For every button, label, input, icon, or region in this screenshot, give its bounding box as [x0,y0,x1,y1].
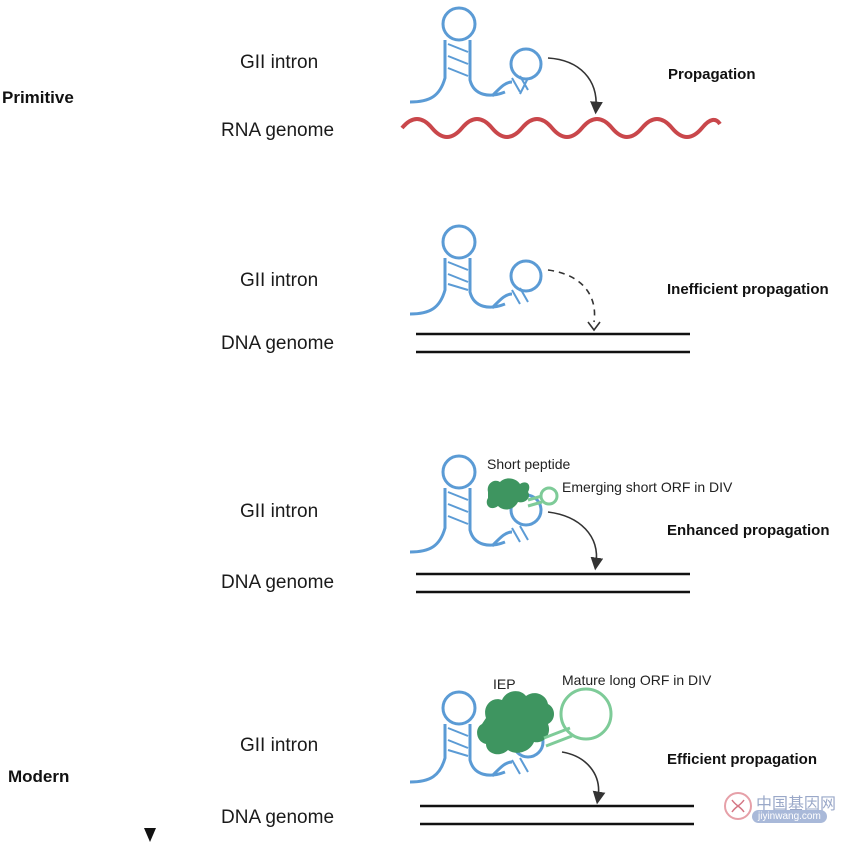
panel-3-orf-label: Emerging short ORF in DIV [562,479,733,495]
panel-3-propagation-arrow [547,511,604,571]
panel-1-intron-label: GII intron [240,52,319,73]
panel-4-orf-hairpin [543,687,613,748]
era-primitive-label: Primitive [2,88,74,107]
watermark-url: jiyinwang.com [752,810,827,823]
timeline-arrow [144,18,156,842]
panel-4-iep-protein-blob [477,691,554,755]
panel-1-genome-label: RNA genome [221,120,335,141]
panel-3-short-peptide-blob [486,478,530,510]
panel-2-outcome: Inefficient propagation [667,281,829,298]
panel-1-intron-structure [409,6,543,104]
panel-2-inefficient-arrow [547,269,596,323]
panel-4-outcome: Efficient propagation [667,751,817,768]
panel-3-intron-label: GII intron [240,501,319,522]
panel-2-intron-label: GII intron [240,270,319,291]
panel-4-propagation-arrow [561,751,606,805]
panel-3-orf-hairpin [527,486,559,508]
panel-2-dna-genome-lines [416,332,690,354]
watermark: 中国基因网 jiyinwang.com [722,790,840,826]
panel-4-intron-label: GII intron [240,735,319,756]
era-modern-label: Modern [8,767,70,786]
panel-4-orf-label: Mature long ORF in DIV [562,672,712,688]
panel-3-genome-label: DNA genome [221,572,335,593]
panel-2-genome-label: DNA genome [221,333,335,354]
panel-1-propagation-arrow [547,57,603,115]
panel-4-protein-label: IEP [493,676,516,692]
panel-3-outcome: Enhanced propagation [667,522,830,539]
panel-3-protein-label: Short peptide [487,456,571,472]
rna-genome-wave [400,117,722,139]
panel-1-outcome: Propagation [668,66,756,83]
watermark-dna-icon [724,792,752,820]
panel-2-intron-structure [409,224,543,316]
panel-4-genome-label: DNA genome [221,807,335,828]
panel-4-dna-genome-lines [420,804,694,826]
panel-3-dna-genome-lines [416,572,690,594]
watermark-cn-text: 中国基因网 [756,796,837,813]
